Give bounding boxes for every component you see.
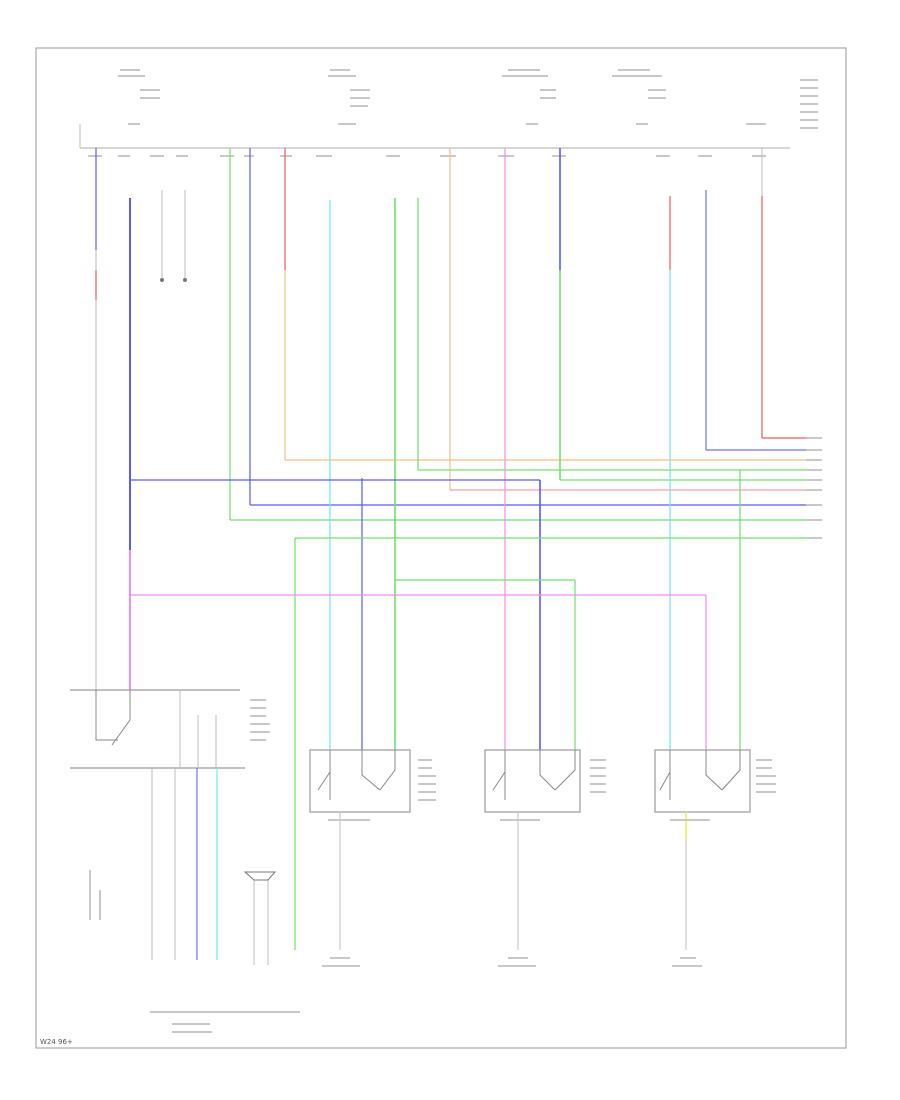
- switch-module-3: [654, 749, 751, 950]
- bottom-labels: [89, 870, 702, 1033]
- left-module-switch: [95, 690, 131, 746]
- switch-module-2: [484, 749, 581, 950]
- ground-terminal-1: [160, 278, 164, 282]
- right-terminal-labels: [806, 437, 822, 539]
- diagram-frame: [35, 47, 847, 1049]
- ground-terminal-2: [183, 278, 187, 282]
- module-labels: [328, 759, 776, 821]
- switch-module-1: [309, 749, 411, 950]
- top-header-labels: [118, 69, 818, 129]
- left-module-label: [250, 699, 270, 741]
- joint-connector-symbol: [243, 871, 277, 881]
- page-id: W24 96+: [40, 1038, 73, 1046]
